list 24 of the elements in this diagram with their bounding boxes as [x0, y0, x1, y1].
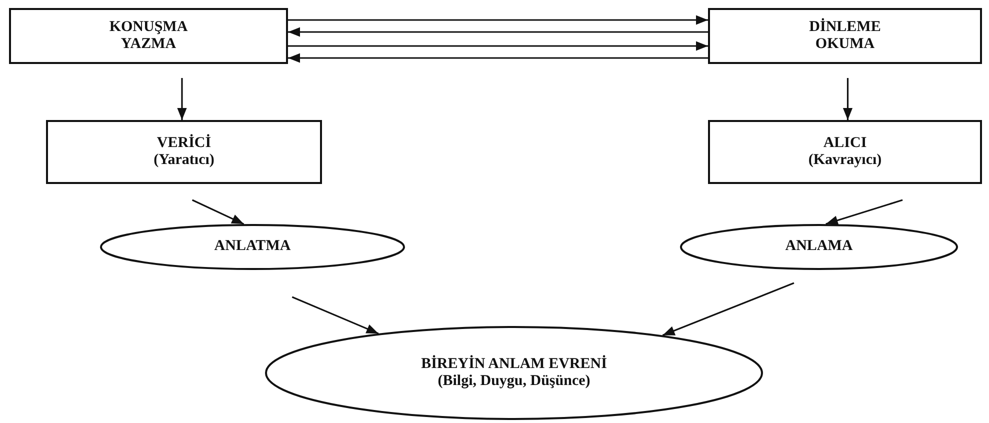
process-box: [708, 8, 982, 64]
node-text: ANLAMA: [785, 238, 853, 256]
arrow: [288, 53, 708, 63]
arrow: [826, 199, 903, 226]
node-text: ANLATMA: [214, 238, 291, 256]
arrow: [288, 41, 708, 51]
node-text: KONUŞMA YAZMA: [108, 18, 189, 54]
process-box: [708, 120, 982, 184]
arrow: [662, 282, 794, 336]
ellipse-node: [100, 224, 405, 270]
node-text: VERİCİ (Yaratıcı): [152, 134, 216, 170]
arrow: [842, 78, 853, 120]
arrow: [288, 15, 708, 25]
arrow: [288, 27, 708, 37]
ellipse-node: [680, 224, 958, 270]
node-text: ALICI (Kavrayıcı): [807, 134, 883, 170]
arrow: [192, 199, 244, 225]
process-box: [46, 120, 322, 184]
arrow: [292, 296, 379, 334]
arrow: [177, 78, 187, 120]
node-text: DİNLEME OKUMA: [808, 18, 882, 54]
node-text: BİREYİN ANLAM EVRENİ (Bilgi, Duygu, Düşünce): [420, 356, 608, 390]
ellipse-node: [265, 326, 763, 420]
process-box: [9, 8, 288, 64]
